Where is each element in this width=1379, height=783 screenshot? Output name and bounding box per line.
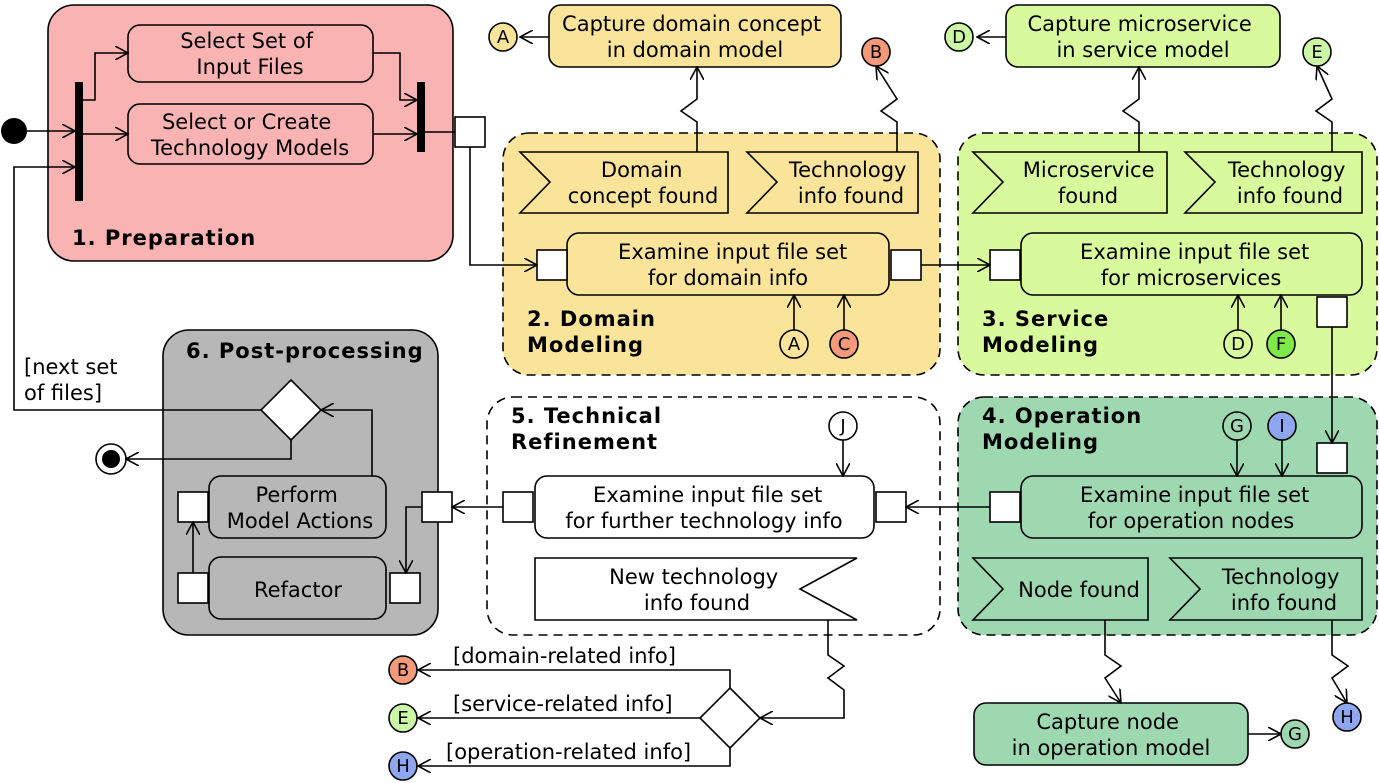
connector-i-in: I bbox=[1267, 411, 1297, 441]
svg-text:C: C bbox=[838, 334, 851, 355]
connector-j-in: J bbox=[828, 411, 858, 441]
svg-text:A: A bbox=[788, 334, 801, 355]
svg-text:H: H bbox=[1340, 707, 1354, 728]
connector-h-bottom: H bbox=[388, 751, 418, 781]
connector-a-in: A bbox=[779, 329, 809, 359]
action-refactor bbox=[208, 556, 387, 620]
connector-g-in: G bbox=[1222, 411, 1252, 441]
final-node bbox=[95, 443, 127, 475]
svg-text:Examine input file set for: Examine input file set for microservices bbox=[1080, 240, 1316, 290]
svg-text:H: H bbox=[396, 756, 410, 777]
svg-text:Technology info found: Technology info found bbox=[788, 158, 913, 208]
domain-input-pin bbox=[536, 249, 568, 281]
connector-e-out: E bbox=[388, 703, 418, 733]
edges bbox=[13, 37, 1350, 766]
svg-text:Examine input file set for: Examine input file set for domain info bbox=[618, 240, 854, 290]
operation-output-pin bbox=[989, 491, 1021, 523]
operation-input-pin-top bbox=[1316, 442, 1348, 474]
guard-operation-related: [operation-related info] bbox=[446, 740, 691, 764]
connector-g-out: G bbox=[1280, 719, 1310, 749]
decision-info-type bbox=[698, 686, 762, 750]
initial-node bbox=[1, 118, 27, 144]
preparation-output-pin bbox=[454, 116, 486, 148]
refactor-left-pin bbox=[177, 572, 209, 604]
guard-domain-related: [domain-related info] bbox=[453, 644, 676, 668]
connector-e-top: E bbox=[1302, 37, 1332, 67]
techref-input-pin bbox=[875, 491, 907, 523]
connector-b-out: B bbox=[388, 655, 418, 685]
techref-output-pin bbox=[502, 491, 534, 523]
connector-d-in: D bbox=[1223, 329, 1253, 359]
svg-text:G: G bbox=[1288, 724, 1302, 745]
svg-text:D: D bbox=[952, 27, 966, 48]
connector-c-in: C bbox=[829, 329, 859, 359]
svg-text:F: F bbox=[1276, 334, 1286, 355]
perform-left-pin bbox=[177, 491, 209, 523]
svg-text:I: I bbox=[1279, 416, 1284, 437]
action-examine-technology bbox=[534, 475, 875, 539]
guard-next-set-of-files: [next set of files] bbox=[24, 355, 124, 405]
svg-text:Examine input file set for: Examine input file set for further techn… bbox=[565, 483, 842, 533]
event-new-technology-info-found bbox=[534, 557, 858, 621]
connector-h-out: H bbox=[1332, 702, 1362, 732]
event-technology-info-found-domain bbox=[745, 151, 919, 214]
service-modeling-title: 3. Service Modeling bbox=[982, 307, 1118, 357]
domain-output-pin bbox=[890, 249, 922, 281]
svg-text:Domain concept found: Domain concept found bbox=[568, 158, 719, 208]
region-technical-refinement bbox=[486, 396, 941, 636]
svg-text:B: B bbox=[870, 42, 882, 63]
svg-text:Capture domain concept in: Capture domain concept in domain model bbox=[562, 12, 828, 62]
svg-text:Technology info found: Technology info found bbox=[1227, 158, 1352, 208]
join-bar bbox=[417, 82, 425, 152]
svg-text:E: E bbox=[1311, 42, 1322, 63]
svg-text:Capture microservice in se: Capture microservice in service model bbox=[1028, 12, 1259, 62]
event-microservice-found bbox=[971, 151, 1168, 214]
svg-text:G: G bbox=[1230, 416, 1244, 437]
svg-text:A: A bbox=[497, 27, 510, 48]
event-domain-concept-found bbox=[518, 151, 729, 214]
event-technology-info-found-operation bbox=[1168, 557, 1363, 621]
svg-text:B: B bbox=[397, 660, 409, 681]
svg-text:Technology info found: Technology info found bbox=[1221, 565, 1346, 615]
connector-f-in: F bbox=[1266, 329, 1296, 359]
svg-text:E: E bbox=[397, 708, 408, 729]
domain-modeling-title: 2. Domain Modeling bbox=[527, 307, 664, 357]
operation-modeling-title: 4. Operation Modeling bbox=[982, 404, 1150, 454]
action-examine-microservices bbox=[1020, 232, 1363, 296]
svg-text:Perform Model Actions: Perform Model Actions bbox=[227, 483, 373, 533]
svg-text:Refactor: Refactor bbox=[254, 578, 342, 602]
event-node-found bbox=[971, 557, 1149, 621]
svg-text:Select or Create Technolog: Select or Create Technology Models bbox=[150, 110, 349, 160]
svg-text:Capture node in operation: Capture node in operation model bbox=[1012, 710, 1211, 760]
service-input-pin bbox=[989, 249, 1021, 281]
post-processing-title: 6. Post-processing bbox=[186, 339, 424, 363]
svg-text:Node found: Node found bbox=[1018, 578, 1140, 602]
action-perform-model-actions bbox=[208, 475, 387, 539]
guard-service-related: [service-related info] bbox=[453, 692, 673, 716]
service-output-pin bbox=[1316, 296, 1348, 328]
post-processing-input-pin bbox=[421, 491, 453, 523]
svg-text:Select Set of Input Files: Select Set of Input Files bbox=[180, 29, 320, 79]
svg-text:J: J bbox=[839, 416, 845, 437]
svg-text:Examine input file set for: Examine input file set for operation nod… bbox=[1080, 483, 1316, 533]
connector-a-top: A bbox=[488, 22, 518, 52]
refactor-right-pin bbox=[389, 572, 421, 604]
technical-refinement-title: 5. Technical Refinement bbox=[511, 404, 670, 454]
connector-d-top: D bbox=[944, 22, 974, 52]
svg-text:D: D bbox=[1231, 334, 1245, 355]
connector-b-top: B bbox=[861, 37, 891, 67]
svg-text:Microservice found: Microservice found bbox=[1023, 158, 1161, 208]
action-examine-operation bbox=[1020, 475, 1363, 539]
svg-text:New technology info found: New technology info found bbox=[609, 565, 785, 615]
preparation-title: 1. Preparation bbox=[72, 226, 256, 250]
fork-bar bbox=[75, 82, 83, 201]
